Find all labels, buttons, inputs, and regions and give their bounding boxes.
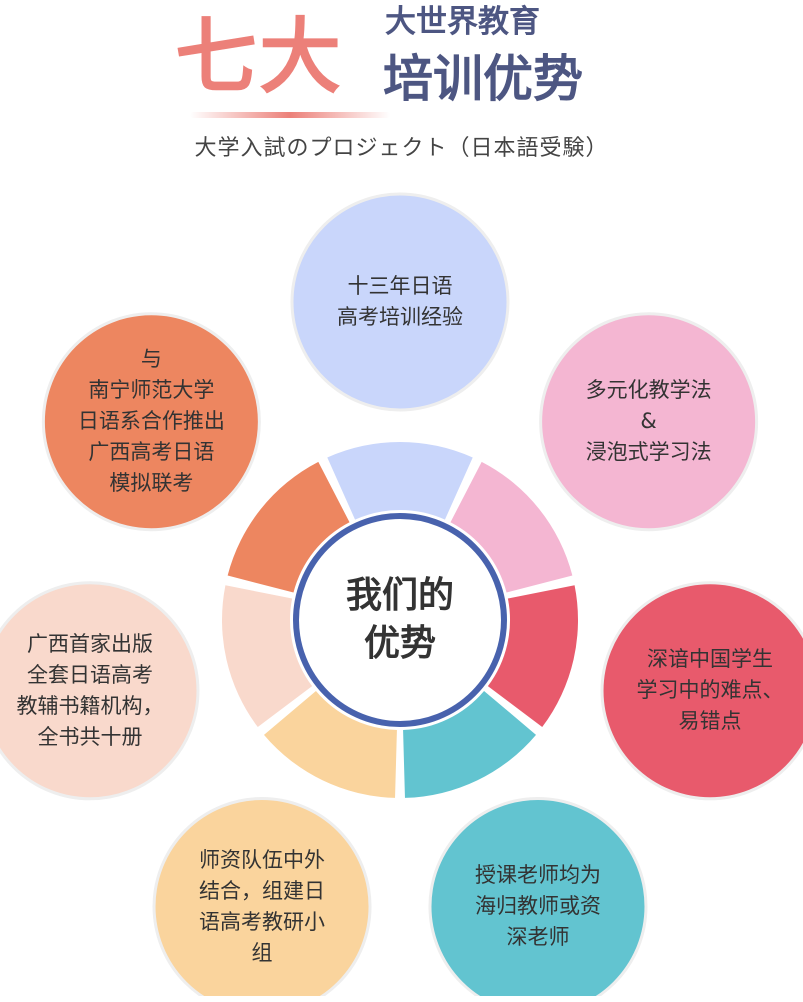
advantage-circle	[290, 192, 510, 412]
advantage-text: 深谙中国学生 学习中的难点、 易错点	[636, 647, 784, 734]
advantage-label: 多元化教学法 & 浸泡式学习法	[554, 327, 744, 517]
header: 七大 大世界教育 培训优势 大学入試のプロジェクト（日本語受験）	[0, 0, 803, 175]
advantage-circle	[0, 581, 200, 801]
subtitle: 大学入試のプロジェクト（日本語受験）	[194, 136, 609, 161]
advantage-circle	[152, 797, 372, 996]
big-title: 七大	[175, 10, 344, 105]
center-circle	[302, 522, 498, 718]
advantage-text: 十三年日语 高考培训经验	[337, 274, 463, 329]
advantage-label: 广西首家出版 全套日语高考 教辅书籍机构， 全书共十册	[0, 596, 185, 786]
advantage-label: 深谙中国学生 学习中的难点、 易错点	[615, 596, 803, 786]
ring-segments	[221, 442, 578, 798]
advantage-label: 授课老师均为 海归教师或资 深老师	[443, 812, 633, 1002]
advantage-text: 师资队伍中外 结合，组建日 语高考教研小 组	[199, 847, 326, 965]
ring-segment	[263, 690, 397, 798]
advantage-text: 与 南宁师范大学 日语系合作推出 广西高考日语 模拟联考	[77, 347, 225, 496]
advantage-circle	[600, 581, 803, 801]
advantage-text: 广西首家出版 全套日语高考 教辅书籍机构， 全书共十册	[16, 631, 164, 749]
advantage-text: 授课老师均为 海归教师或资 深老师	[474, 863, 601, 949]
ring-segment	[450, 461, 573, 593]
advantage-label: 师资队伍中外 结合，组建日 语高考教研小 组	[167, 812, 357, 1002]
advantage-circle	[41, 312, 261, 532]
outer-circles	[0, 192, 803, 996]
advantage-circle	[539, 312, 759, 532]
advantage-label: 与 南宁师范大学 日语系合作推出 广西高考日语 模拟联考	[56, 327, 246, 517]
ring-segment	[227, 461, 350, 593]
center-label: 我们的 优势	[345, 575, 454, 664]
advantage-text: 多元化教学法 & 浸泡式学习法	[585, 378, 712, 465]
title-line2: 培训优势	[383, 50, 583, 108]
advantage-circle	[428, 797, 648, 996]
title-underline	[190, 112, 390, 118]
ring-segment	[327, 442, 473, 520]
advantage-label: 十三年日语 高考培训经验	[305, 207, 495, 397]
ring-segment	[221, 585, 313, 728]
title-line1: 大世界教育	[385, 4, 540, 40]
ring-segment	[403, 690, 537, 798]
center-ring	[293, 513, 507, 727]
ring-segment	[487, 585, 578, 728]
